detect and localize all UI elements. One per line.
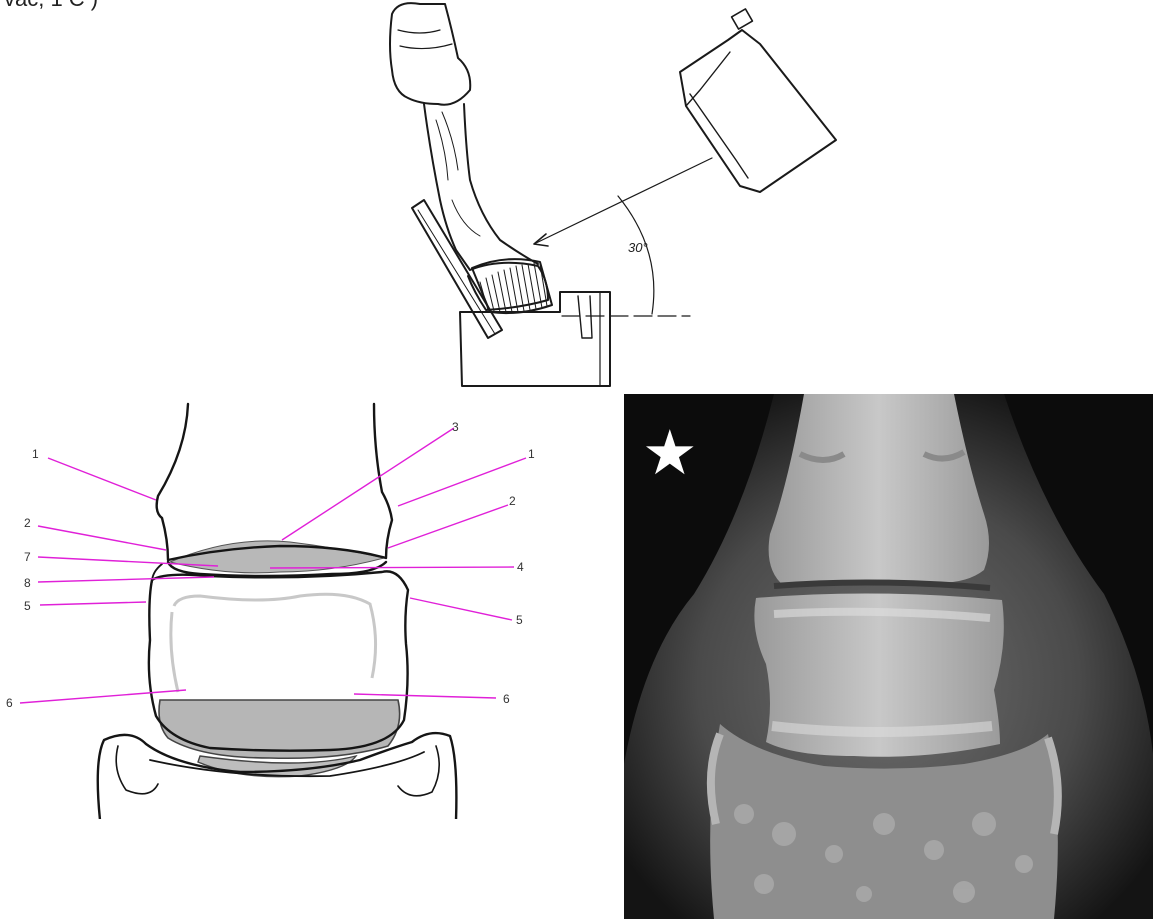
- upper-bone-outline: [157, 404, 392, 560]
- positioning-diagram: 30°: [380, 0, 860, 395]
- xray-upper-bone: [769, 394, 989, 586]
- callout-left-2: 2: [24, 516, 31, 530]
- callout-right-6: 6: [503, 692, 510, 706]
- angle-arc: [618, 196, 654, 314]
- anatomy-diagram: 1 2 7 8 5 6 3 1 2 4 5 6: [0, 395, 560, 819]
- beam-line: [534, 158, 712, 244]
- leg-joint: [390, 3, 470, 105]
- callout-left-7: 7: [24, 550, 31, 564]
- callout-left-6: 6: [6, 696, 13, 710]
- callout-right-3: 3: [452, 420, 459, 434]
- angle-label: 30°: [628, 240, 648, 255]
- partial-caption-text: vac, 1 C ): [4, 0, 98, 12]
- radiograph-orientation-marker: ★: [642, 416, 698, 489]
- callout-right-4: 4: [517, 560, 524, 574]
- hoof-hatching: [480, 263, 547, 312]
- callout-left-8: 8: [24, 576, 31, 590]
- cassette-plate: [412, 200, 502, 338]
- radiograph-image: ★: [624, 394, 1153, 919]
- callout-right-1: 1: [528, 447, 535, 461]
- callout-right-5: 5: [516, 613, 523, 627]
- callout-left-5: 5: [24, 599, 31, 613]
- callout-left-1: 1: [32, 447, 39, 461]
- xray-tube: [680, 30, 836, 192]
- callout-right-2: 2: [509, 494, 516, 508]
